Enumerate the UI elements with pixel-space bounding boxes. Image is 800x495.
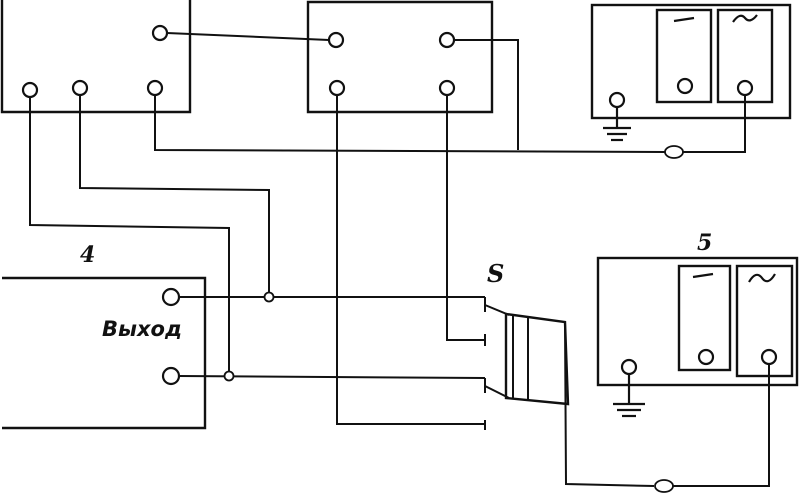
wire-middle-right-down xyxy=(446,95,485,341)
block-top-left xyxy=(0,0,192,114)
wire-middle-left-down xyxy=(336,95,485,425)
meter-2-ac-symbol xyxy=(748,273,776,283)
wire-left-1 xyxy=(29,97,230,376)
junction-gen-out-1 xyxy=(263,291,275,303)
meter-2-dc-terminal[interactable] xyxy=(697,348,715,366)
meter-2-label: 5 xyxy=(697,230,712,256)
switch-lever-body[interactable] xyxy=(504,312,570,406)
junction-gen-out-2 xyxy=(223,370,235,382)
wire-meter-2-ac xyxy=(673,364,770,487)
meter-2-ground-terminal[interactable] xyxy=(620,358,638,376)
wiring xyxy=(29,32,770,493)
meter-1-dc-panel xyxy=(655,8,713,104)
wire-top-link xyxy=(166,32,330,41)
generator-output-terminal-2[interactable] xyxy=(161,366,181,386)
meter-1-dc-symbol xyxy=(673,16,695,23)
terminal-top-middle-bottom-right[interactable] xyxy=(438,79,456,97)
meter-1 xyxy=(590,3,792,120)
generator-output-terminal-1[interactable] xyxy=(161,287,181,307)
terminal-top-left-2[interactable] xyxy=(71,79,89,97)
switch-s[interactable]: S xyxy=(484,259,570,430)
block-top-middle xyxy=(306,0,494,114)
meter-2: 5 xyxy=(596,230,799,387)
terminal-top-middle-left[interactable] xyxy=(327,31,345,49)
terminal-top-left-1[interactable] xyxy=(21,81,39,99)
meter-2-dc-symbol xyxy=(692,272,714,279)
wire-left-2 xyxy=(79,95,270,297)
terminal-top-middle-bottom-left[interactable] xyxy=(328,79,346,97)
wire-meter-1-bus xyxy=(154,95,666,153)
meter-2-ac-panel xyxy=(735,264,794,378)
wire-top-right-branch xyxy=(454,39,519,150)
meter-2-ac-terminal[interactable] xyxy=(760,348,778,366)
switch-label: S xyxy=(487,259,504,288)
generator-block: 4 Выход xyxy=(2,242,207,430)
terminal-top-left-3[interactable] xyxy=(146,79,164,97)
wire-meter-1-ac xyxy=(683,95,746,153)
meter-2-dc-panel xyxy=(677,264,732,372)
meter-1-ac-symbol xyxy=(732,14,758,23)
meter-1-ground-terminal[interactable] xyxy=(608,91,626,109)
generator-output-label: Выход xyxy=(102,317,182,341)
meter-1-ac-terminal[interactable] xyxy=(736,79,754,97)
generator-label: 4 xyxy=(80,242,95,268)
bottom-coil-marker xyxy=(654,479,674,493)
terminal-top-left-right[interactable] xyxy=(151,24,169,42)
bus-coil-marker xyxy=(664,145,684,159)
terminal-top-middle-right[interactable] xyxy=(438,31,456,49)
meter-1-dc-terminal[interactable] xyxy=(676,77,694,95)
wire-switch-to-meter-2 xyxy=(564,321,655,487)
